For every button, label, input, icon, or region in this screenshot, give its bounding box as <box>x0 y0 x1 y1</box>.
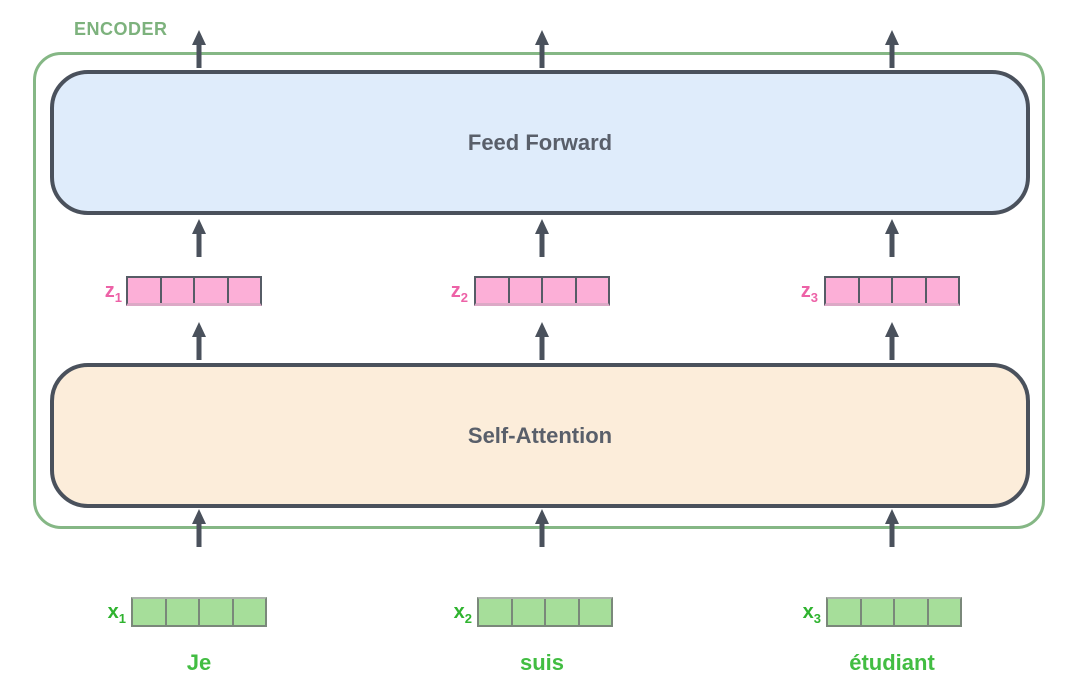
vector-cell <box>200 599 234 625</box>
vector-cell <box>577 278 609 303</box>
vector-cell <box>167 599 200 625</box>
vector-cell <box>927 278 959 303</box>
self-attention-label: Self-Attention <box>467 422 613 448</box>
vector-cell <box>513 599 546 625</box>
z2-vector <box>474 276 610 306</box>
z3-label: z3 <box>800 280 818 305</box>
vector-cell <box>826 278 860 303</box>
vector-cell <box>133 599 167 625</box>
self-attention-block: Self-Attention <box>50 363 1030 508</box>
x2-vector <box>477 597 613 627</box>
z3-vector <box>824 276 960 306</box>
vector-cell <box>895 599 929 625</box>
vector-cell <box>234 599 266 625</box>
vector-cell <box>862 599 895 625</box>
feed-forward-label: Feed Forward <box>467 129 613 155</box>
up-arrow-icon <box>885 30 899 68</box>
up-arrow-icon <box>885 322 899 360</box>
input-word-etudiant: étudiant <box>849 650 935 675</box>
up-arrow-icon <box>535 219 549 257</box>
vector-cell <box>543 278 577 303</box>
x1-vector <box>131 597 267 627</box>
input-word-suis: suis <box>519 650 565 675</box>
vector-cell <box>828 599 862 625</box>
vector-cell <box>195 278 229 303</box>
z1-vector <box>126 276 262 306</box>
vector-cell <box>546 599 580 625</box>
up-arrow-icon <box>885 219 899 257</box>
vector-cell <box>893 278 927 303</box>
vector-cell <box>929 599 961 625</box>
up-arrow-icon <box>535 509 549 547</box>
vector-cell <box>162 278 195 303</box>
up-arrow-icon <box>885 509 899 547</box>
feed-forward-block: Feed Forward <box>50 70 1030 215</box>
vector-cell <box>229 278 261 303</box>
up-arrow-icon <box>535 30 549 68</box>
up-arrow-icon <box>535 322 549 360</box>
input-word-je: Je <box>186 650 212 675</box>
x3-vector <box>826 597 962 627</box>
up-arrow-icon <box>192 30 206 68</box>
vector-cell <box>510 278 543 303</box>
x1-label: x1 <box>107 601 126 626</box>
up-arrow-icon <box>192 509 206 547</box>
vector-cell <box>580 599 612 625</box>
x3-label: x3 <box>802 601 821 626</box>
encoder-box <box>33 52 1045 529</box>
vector-cell <box>479 599 513 625</box>
up-arrow-icon <box>192 219 206 257</box>
z1-label: z1 <box>104 280 122 305</box>
up-arrow-icon <box>192 322 206 360</box>
vector-cell <box>476 278 510 303</box>
encoder-label: ENCODER <box>74 19 168 39</box>
x2-label: x2 <box>453 601 472 626</box>
z2-label: z2 <box>450 280 468 305</box>
vector-cell <box>860 278 893 303</box>
vector-cell <box>128 278 162 303</box>
